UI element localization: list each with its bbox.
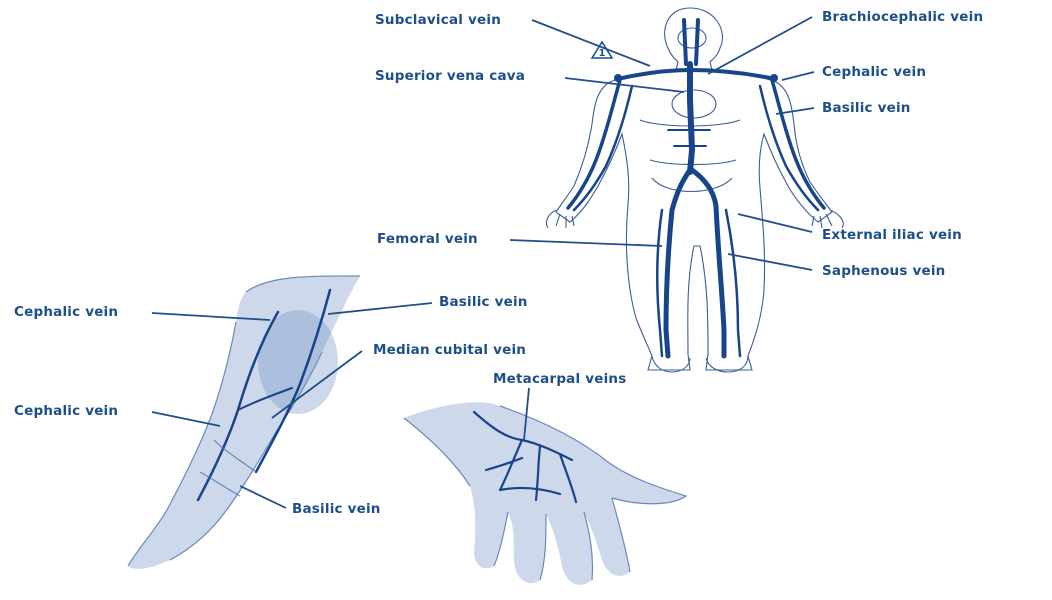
leader-femoral (510, 240, 662, 246)
label-external-iliac-vein: External iliac vein (822, 227, 962, 243)
label-femoral-vein: Femoral vein (377, 231, 478, 247)
body-outline (556, 8, 832, 370)
label-saphenous-vein: Saphenous vein (822, 263, 946, 279)
label-cephalic-vein-body: Cephalic vein (822, 64, 926, 80)
right-shoulder-dot (770, 74, 778, 82)
leader-brachiocephalic (708, 17, 812, 74)
arm-illustration (128, 276, 360, 569)
left-hand-outline (546, 210, 574, 228)
shoulder-veins (622, 70, 770, 78)
label-subclavical-vein: Subclavical vein (375, 12, 501, 28)
leader-basilic-arm-lower (240, 486, 286, 508)
left-arm-basilic (574, 86, 632, 210)
right-hand-outline (812, 210, 843, 228)
svg-text:1: 1 (599, 48, 606, 59)
saphenous-right (726, 210, 740, 356)
label-basilic-vein-arm-upper: Basilic vein (439, 294, 528, 310)
leader-cephalic-body (782, 72, 814, 80)
leader-saphenous (728, 254, 812, 270)
label-cephalic-vein-arm-lower: Cephalic vein (14, 403, 118, 419)
heart-outline (672, 90, 716, 118)
label-metacarpal-veins: Metacarpal veins (493, 371, 626, 387)
right-arm-basilic (760, 86, 818, 210)
head-detail (678, 28, 706, 48)
label-superior-vena-cava: Superior vena cava (375, 68, 525, 84)
vena-cava (690, 64, 692, 172)
iliac-left (666, 170, 690, 356)
label-cephalic-vein-arm-upper: Cephalic vein (14, 304, 118, 320)
leader-external-iliac (738, 214, 812, 232)
left-arm-cephalic (568, 80, 620, 208)
label-basilic-vein-body: Basilic vein (822, 100, 911, 116)
arm-shading (128, 276, 360, 569)
saphenous-left (657, 210, 662, 356)
leader-svc (565, 78, 684, 92)
label-brachiocephalic-vein: Brachiocephalic vein (822, 9, 983, 25)
neck-veins (684, 20, 698, 64)
label-basilic-vein-arm-lower: Basilic vein (292, 501, 381, 517)
right-arm-cephalic (772, 80, 824, 208)
leader-subclavical (532, 20, 650, 66)
body-figure: 1 (546, 8, 843, 372)
label-median-cubital-vein: Median cubital vein (373, 342, 526, 358)
hand-illustration (404, 402, 686, 584)
left-shoulder-dot (614, 74, 622, 82)
